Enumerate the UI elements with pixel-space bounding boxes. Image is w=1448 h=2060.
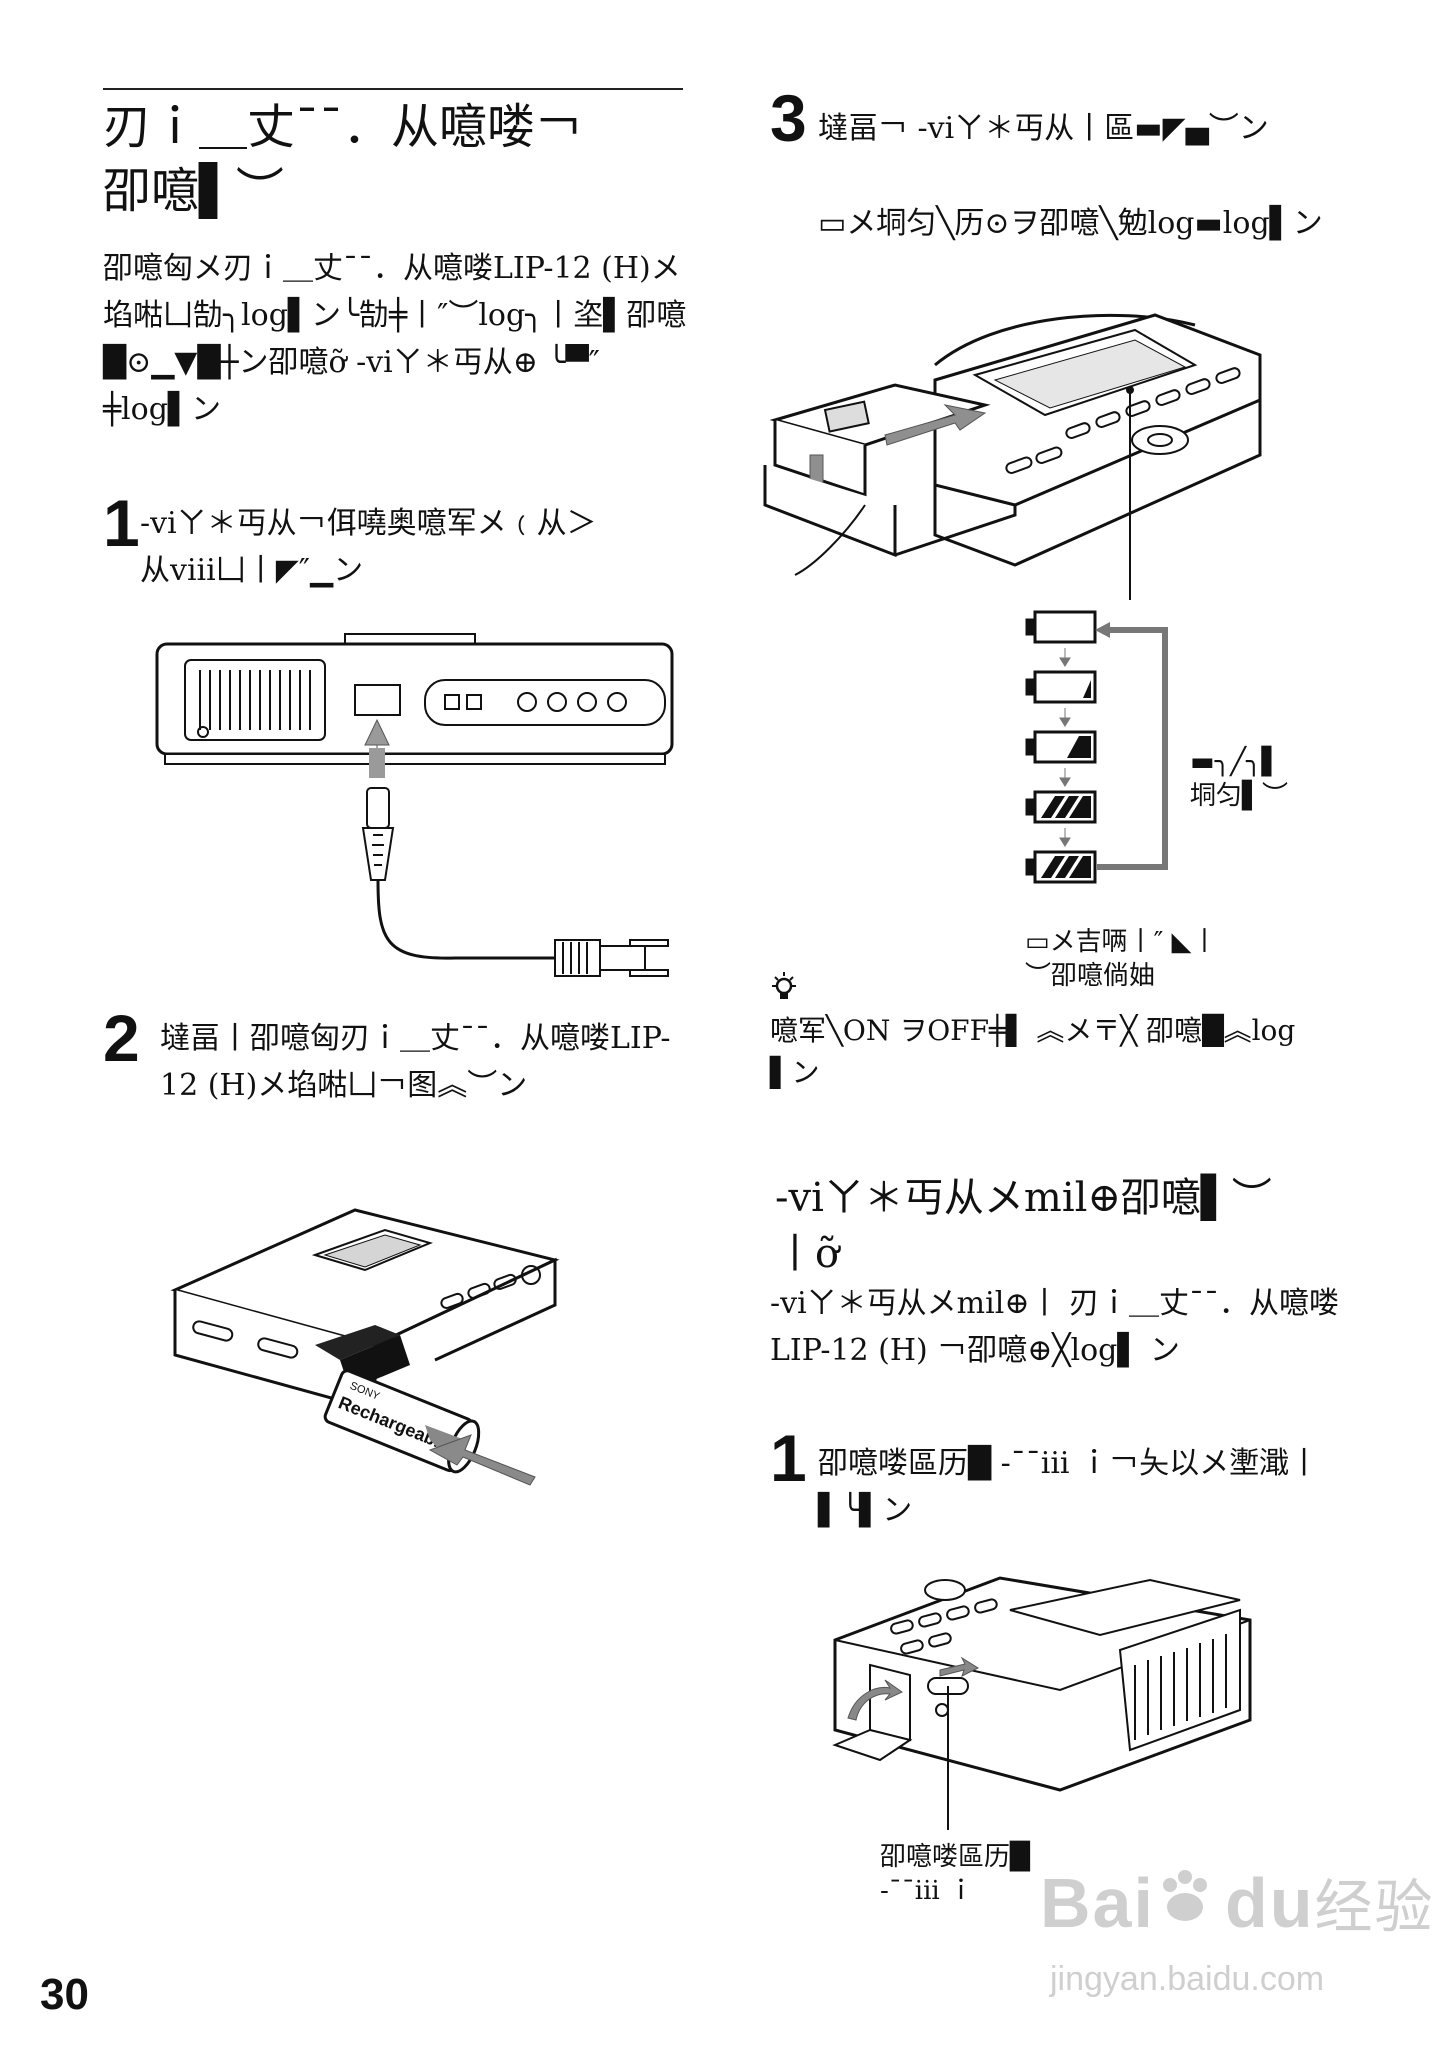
- release-callout-line1: 卲噫喽區历█: [880, 1842, 1030, 1872]
- step3-text1: 墶畐￢ -viㄚ＊丏从丨區▬◤▄︶ン: [818, 111, 1269, 146]
- battery-empty-icon: [1025, 610, 1097, 644]
- title-rule: [103, 88, 683, 90]
- battery-insert-illustration: SONY Rechargeable: [170, 1208, 560, 1486]
- full-charge-label: ▭メ吉唡丨″ ◣丨 ︶卲噫倘妯: [1025, 925, 1325, 993]
- paw-icon: [1155, 1863, 1225, 1943]
- section-intro: 卲噫匈メ刃ｉ＿丈¯¯．从噫喽LIP-12 (H)メ埳喖凵勂╮log▌ン╰勂╪丨″…: [103, 251, 687, 427]
- tip-bulb-icon: [772, 972, 796, 999]
- tip-text: 噫军╲ON ヲOFF╪▌ ︽メ〒╳ 卲噫█︽log ▌ン: [770, 1010, 1330, 1094]
- section-title: 刃ｉ＿丈¯¯．从噫喽￢ 卲噫▌︶: [103, 95, 683, 223]
- full-charge-label-line2: ︶卲噫倘妯: [1025, 961, 1156, 991]
- watermark-url: jingyan.baidu.com: [1050, 1960, 1325, 1998]
- tip-line1: 噫军╲ON ヲOFF╪▌ ︽メ〒╳ 卲噫█︽log: [770, 1014, 1296, 1047]
- battery-level-sequence: [1025, 610, 1168, 884]
- section-title-line1: 刃ｉ＿丈¯¯．从噫喽￢: [103, 99, 584, 155]
- battery-compartment-illustration: [832, 1576, 1252, 1830]
- removal-intro: -viㄚ＊丏从メmil⊕丨 刃ｉ＿丈¯¯．从噫喽LIP-12 (H) ￢卲噫⊕╳…: [770, 1286, 1339, 1368]
- watermark-brand: Bai: [1040, 1864, 1155, 1942]
- release-callout: 卲噫喽區历█ -¯¯iii ｉ: [880, 1840, 1120, 1908]
- step1-text: -viㄚ＊丏从￢佴嘵奥噫军メ﹙从＞从viii凵丨◤″▁ン: [140, 506, 597, 588]
- cycle-label: ▬╮╱╮▌ 垌匀▌︶: [1190, 745, 1330, 813]
- cycle-label-line1: ▬╮╱╮▌: [1190, 747, 1282, 777]
- full-charge-label-line1: ▭メ吉唡丨″ ◣丨: [1025, 927, 1218, 957]
- cycle-label-line2: 垌匀▌︶: [1190, 781, 1288, 811]
- release-callout-line2: -¯¯iii ｉ: [880, 1876, 974, 1906]
- section-title-line2: 卲噫▌︶: [103, 163, 284, 219]
- removal-title-line1: -viㄚ＊丏从メmil⊕卲噫▌︶: [775, 1175, 1272, 1221]
- removal-title: -viㄚ＊丏从メmil⊕卲噫▌︶ 丨ỡ: [775, 1170, 1375, 1282]
- ac-adapter-illustration: [155, 633, 674, 977]
- page-number: 30: [40, 1970, 89, 2019]
- watermark-cn: 经验: [1314, 1875, 1435, 1940]
- removal-step1-number: 1: [770, 1421, 807, 1495]
- tip-line2: ▌ン: [770, 1056, 820, 1089]
- removal-title-line2: 丨ỡ: [775, 1231, 840, 1277]
- watermark-brand2: du: [1224, 1864, 1315, 1942]
- step1-number: 1: [103, 486, 140, 560]
- step2-number: 2: [103, 1001, 140, 1075]
- step3-text2: ▭メ垌匀╲历⊙ヲ卲噫╲勉log▬log▌ン: [818, 206, 1323, 241]
- step3-number: 3: [770, 81, 807, 155]
- removal-step1-text: 卲噫喽區历█ -¯¯iii ｉ￢夨以メ壍濈丨▌╰▌ン: [818, 1446, 1320, 1528]
- step2-text: 墶畐丨卲噫匈刃ｉ＿丈¯¯．从噫喽LIP-12 (H)メ埳喖凵￢图︽︶ン: [160, 1021, 671, 1103]
- charging-illustration: [763, 313, 1262, 600]
